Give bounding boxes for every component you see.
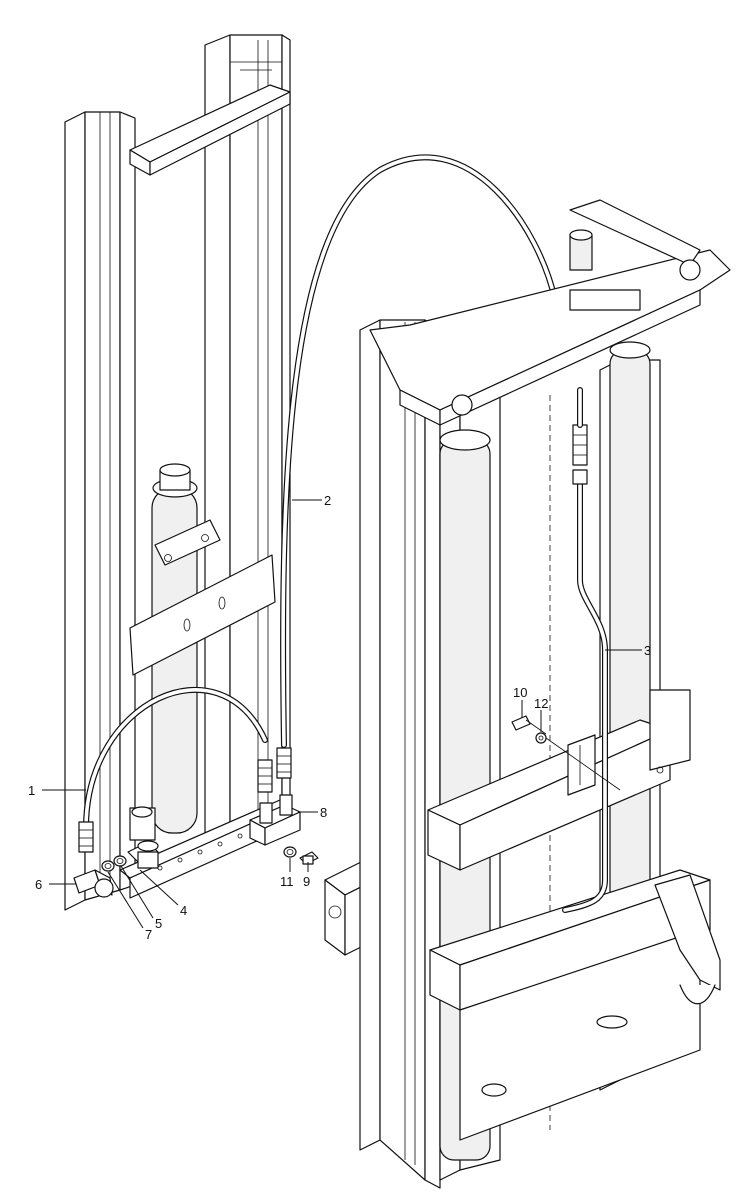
right-mast-top-head [369,199,731,426]
callout-8: 8 [320,805,327,820]
hose-1 [78,686,273,853]
callout-12: 12 [534,696,548,711]
washer-7 [101,860,115,872]
callout-1: 1 [28,783,35,798]
washer-11 [283,846,297,858]
callout-9: 9 [303,874,310,889]
right-mast-outer-rail [359,319,441,1189]
hose-3 [562,387,608,913]
adapter-4 [127,840,159,869]
washer-12 [535,732,547,744]
fitting-6 [73,869,114,898]
bolt-10 [511,715,547,735]
callout-10: 10 [513,685,527,700]
leader-lines [42,499,642,929]
manifold-block-8 [249,794,301,846]
callout-7: 7 [145,927,152,942]
washer-5 [113,855,127,867]
callout-11: 11 [280,874,294,889]
right-mast-bottom-frame [429,869,721,1141]
callout-4: 4 [180,903,187,918]
bolt-9 [299,851,319,865]
hose-2 [276,154,558,779]
callout-3: 3 [644,643,651,658]
callout-labels: 1 2 3 4 5 6 7 8 9 10 11 12 [28,493,651,942]
right-mast-crossbar [427,689,691,871]
callout-6: 6 [35,877,42,892]
callout-5: 5 [155,916,162,931]
callout-2: 2 [324,493,331,508]
left-mast-channel [64,34,291,911]
clamp-bracket [567,734,596,796]
